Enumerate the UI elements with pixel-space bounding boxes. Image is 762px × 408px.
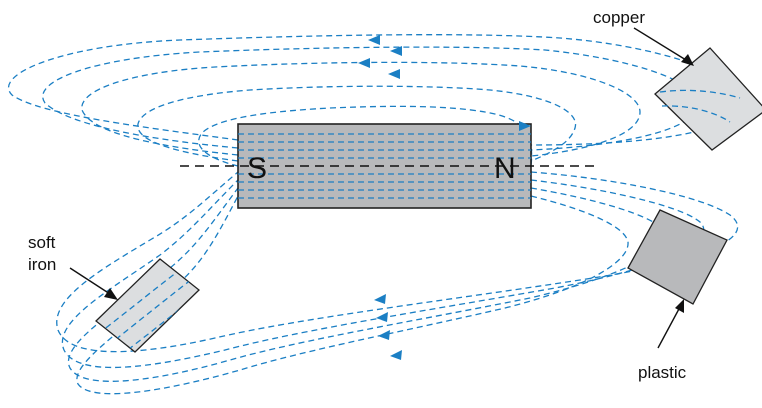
- field-arrow-bottom-3: [378, 330, 390, 340]
- field-arrow-bottom-2: [376, 312, 388, 322]
- field-arrow-bottom-1: [374, 294, 386, 304]
- copper-pointer-head: [681, 54, 694, 66]
- field-arrow-top-4: [388, 69, 400, 79]
- copper-label: copper: [593, 8, 645, 27]
- soft-iron-pointer-head: [104, 288, 118, 300]
- plastic-pointer-head: [675, 299, 684, 313]
- plastic-label: plastic: [638, 363, 687, 382]
- plastic-pointer: [658, 307, 680, 348]
- soft-iron-label-line-2: iron: [28, 255, 56, 274]
- copper-block: [655, 48, 762, 150]
- field-arrow-bottom-4: [390, 350, 402, 360]
- copper-pointer: [634, 28, 686, 60]
- soft-iron-label-line-1: soft: [28, 233, 56, 252]
- plastic-block: [628, 210, 727, 304]
- north-pole-label: N: [494, 152, 516, 185]
- field-arrow-top-1: [368, 35, 380, 45]
- south-pole-label: S: [247, 152, 267, 185]
- field-arrow-top-3: [358, 58, 370, 68]
